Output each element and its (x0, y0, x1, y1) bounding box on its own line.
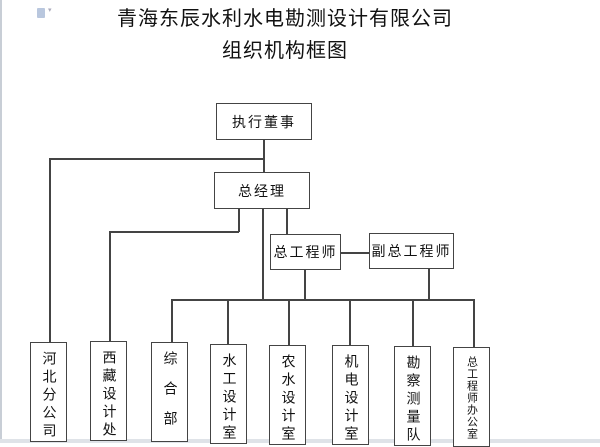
connector (238, 208, 240, 232)
box-department: 农水设计室 (269, 345, 306, 445)
box-department: 河北分公司 (30, 342, 67, 442)
connector (49, 158, 51, 342)
box-label: 机电设计室 (342, 354, 359, 444)
connector (349, 299, 351, 345)
box-general-manager: 总经理 (214, 172, 310, 209)
document-icon[interactable] (37, 8, 45, 18)
connector (263, 139, 265, 172)
chevron-down-icon[interactable]: ▾ (48, 6, 52, 14)
box-chief-engineer: 总工程师 (270, 234, 341, 270)
connector (171, 299, 173, 342)
connector (49, 158, 263, 160)
connector (109, 231, 239, 233)
box-label: 河北分公司 (40, 351, 57, 441)
box-department: 西藏设计处 (90, 341, 127, 441)
box-label: 农水设计室 (279, 354, 296, 444)
connector (288, 299, 290, 345)
connector (286, 208, 288, 234)
box-label: 勘察测量队 (404, 355, 421, 445)
connector (340, 252, 369, 254)
connector (171, 299, 474, 301)
box-deputy-chief-engineer: 副总工程师 (369, 233, 454, 269)
connector (227, 299, 229, 344)
box-label: 总工程师办公室 (465, 356, 479, 440)
connector (262, 208, 264, 300)
box-label: 水工设计室 (220, 353, 237, 443)
box-department: 综合部 (151, 342, 188, 442)
box-label: 执行董事 (232, 114, 296, 131)
box-label: 总工程师 (273, 245, 338, 261)
page-edge (0, 0, 2, 443)
connector (412, 299, 414, 346)
box-department: 水工设计室 (210, 344, 247, 444)
box-label: 副总工程师 (371, 244, 452, 260)
box-label: 总经理 (238, 183, 286, 200)
document-subtitle: 组织机构框图 (222, 38, 348, 62)
connector (304, 269, 306, 299)
box-department: 总工程师办公室 (453, 347, 490, 447)
box-department: 机电设计室 (332, 345, 369, 445)
box-label: 综合部 (161, 351, 178, 441)
box-label: 西藏设计处 (100, 350, 117, 440)
connector (428, 268, 430, 299)
document-title: 青海东辰水利水电勘测设计有限公司 (117, 6, 453, 30)
connector (473, 299, 475, 347)
box-executive-director: 执行董事 (216, 103, 312, 140)
connector (109, 231, 111, 342)
box-department: 勘察测量队 (394, 346, 431, 446)
